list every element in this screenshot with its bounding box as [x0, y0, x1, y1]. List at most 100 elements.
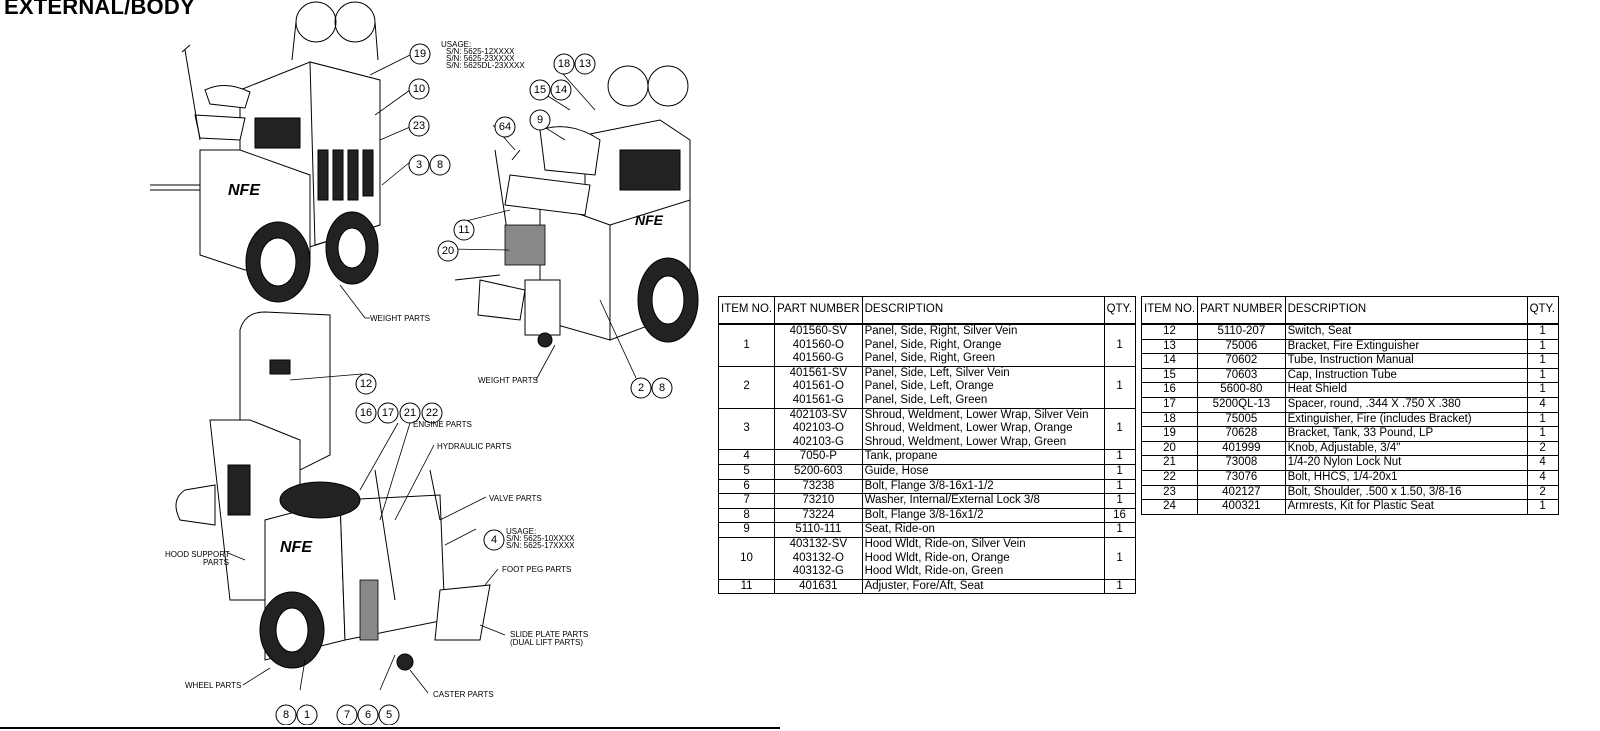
qty-cell: 2 — [1526, 484, 1559, 500]
balloon-8: 8 — [429, 154, 451, 176]
description-cell: Tank, propane — [861, 449, 1105, 465]
part-number-cell: 75005 — [1197, 411, 1286, 427]
balloon-19: 19 — [409, 43, 431, 65]
balloon-7: 7 — [336, 704, 358, 725]
part-number-cell: 401561-SV — [774, 365, 863, 381]
svg-text:12: 12 — [360, 378, 372, 390]
description-cell: Bracket, Fire Extinguisher — [1284, 338, 1528, 354]
label-slide-plate-parts: SLIDE PLATE PARTS — [510, 630, 588, 639]
description-cell: Shroud, Weldment, Lower Wrap, Green — [861, 435, 1105, 450]
logo-text-3: NFE — [280, 539, 313, 556]
description-cell: Panel, Side, Left, Green — [861, 393, 1105, 409]
label-wheel-parts: WHEEL PARTS — [185, 681, 241, 690]
svg-text:8: 8 — [659, 382, 665, 394]
part-number-cell: 70603 — [1197, 367, 1286, 383]
balloon-6: 6 — [357, 704, 379, 725]
part-number-cell: 5200-603 — [774, 463, 863, 480]
item-no-cell: 24 — [1140, 499, 1199, 515]
part-number-cell: 401560-SV — [774, 323, 863, 339]
description-cell: Cap, Instruction Tube — [1284, 367, 1528, 383]
part-number-cell: 73210 — [774, 493, 863, 509]
leader-lines — [227, 54, 637, 694]
part-number-cell: 402103-O — [774, 422, 863, 436]
qty-cell: 1 — [1103, 407, 1136, 450]
svg-text:18: 18 — [558, 58, 570, 70]
svg-text:7: 7 — [344, 709, 350, 721]
qty-cell: 1 — [1103, 536, 1136, 580]
description-cell: Bolt, HHCS, 1/4-20x1 — [1284, 469, 1528, 486]
qty-cell: 1 — [1103, 522, 1136, 538]
description-cell: Hood Wldt, Ride-on, Silver Vein — [861, 536, 1105, 552]
qty-cell: 1 — [1103, 449, 1136, 465]
description-cell: Adjuster, Fore/Aft, Seat — [861, 578, 1105, 595]
description-cell: Panel, Side, Right, Orange — [861, 338, 1105, 353]
qty-cell: 1 — [1526, 338, 1559, 354]
item-no-cell: 14 — [1140, 353, 1199, 369]
description-cell: Spacer, round, .344 X .750 X .380 — [1284, 396, 1528, 413]
qty-cell: 1 — [1103, 323, 1136, 367]
usage-note-mid: USAGE: S/N: 5625-10XXXX S/N: 5625-17XXXX — [506, 527, 575, 550]
svg-text:19: 19 — [414, 48, 426, 60]
header-qty: QTY. — [1526, 296, 1559, 325]
balloon-10: 10 — [408, 78, 430, 100]
svg-text:9: 9 — [537, 114, 543, 126]
part-number-cell: 5600-80 — [1197, 382, 1286, 398]
parts-table-right: ITEM NO. PART NUMBER DESCRIPTION QTY. 12… — [1140, 296, 1559, 515]
part-number-cell: 402103-G — [774, 435, 863, 450]
svg-text:5: 5 — [386, 709, 392, 721]
qty-cell: 4 — [1526, 455, 1559, 471]
item-no-cell: 17 — [1140, 396, 1199, 413]
qty-cell: 2 — [1526, 440, 1559, 456]
item-no-cell: 10 — [717, 536, 776, 580]
logo-text-2: NFE — [635, 212, 664, 228]
description-cell: Bolt, Flange 3/8-16x1/2 — [861, 507, 1105, 523]
svg-text:S/N: 5625DL-23XXXX: S/N: 5625DL-23XXXX — [446, 61, 525, 70]
item-no-cell: 2 — [717, 365, 776, 409]
qty-cell: 1 — [1103, 365, 1136, 409]
description-cell: Shroud, Weldment, Lower Wrap, Silver Vei… — [861, 407, 1105, 423]
description-cell: Armrests, Kit for Plastic Seat — [1284, 499, 1528, 515]
balloon-9: 9 — [529, 109, 551, 131]
header-description: DESCRIPTION — [1284, 296, 1528, 325]
svg-text:21: 21 — [404, 407, 416, 419]
description-cell: Bolt, Flange 3/8-16x1-1/2 — [861, 478, 1105, 494]
label-weight-parts: WEIGHT PARTS — [370, 314, 430, 323]
description-cell: Knob, Adjustable, 3/4" — [1284, 440, 1528, 456]
balloon-8-bottom: 8 — [275, 704, 297, 725]
item-no-cell: 3 — [717, 407, 776, 450]
svg-text:8: 8 — [283, 709, 289, 721]
description-cell: Seat, Ride-on — [861, 522, 1105, 538]
qty-cell: 1 — [1526, 323, 1559, 340]
part-number-cell: 401999 — [1197, 440, 1286, 456]
balloon-8-right: 8 — [651, 377, 673, 399]
header-part-number: PART NUMBER — [1197, 296, 1286, 325]
svg-text:S/N: 5625-12XXXX: S/N: 5625-12XXXX — [446, 47, 515, 56]
part-number-cell: 75006 — [1197, 338, 1286, 354]
balloon-15: 15 — [529, 79, 551, 101]
header-part-number: PART NUMBER — [774, 296, 863, 325]
balloon-64: 64 — [494, 116, 516, 138]
exploded-parts-diagram: NFE NFE NFE — [150, 1, 699, 725]
usage-note-top: USAGE: S/N: 5625-12XXXX S/N: 5625-23XXXX… — [441, 40, 525, 70]
description-cell: Bolt, Shoulder, .500 x 1.50, 3/8-16 — [1284, 484, 1528, 500]
svg-text:17: 17 — [382, 407, 394, 419]
svg-text:4: 4 — [491, 534, 497, 546]
svg-text:1: 1 — [304, 709, 310, 721]
svg-text:16: 16 — [360, 407, 372, 419]
balloon-12: 12 — [355, 373, 377, 395]
label-foot-peg-parts: FOOT PEG PARTS — [502, 565, 571, 574]
